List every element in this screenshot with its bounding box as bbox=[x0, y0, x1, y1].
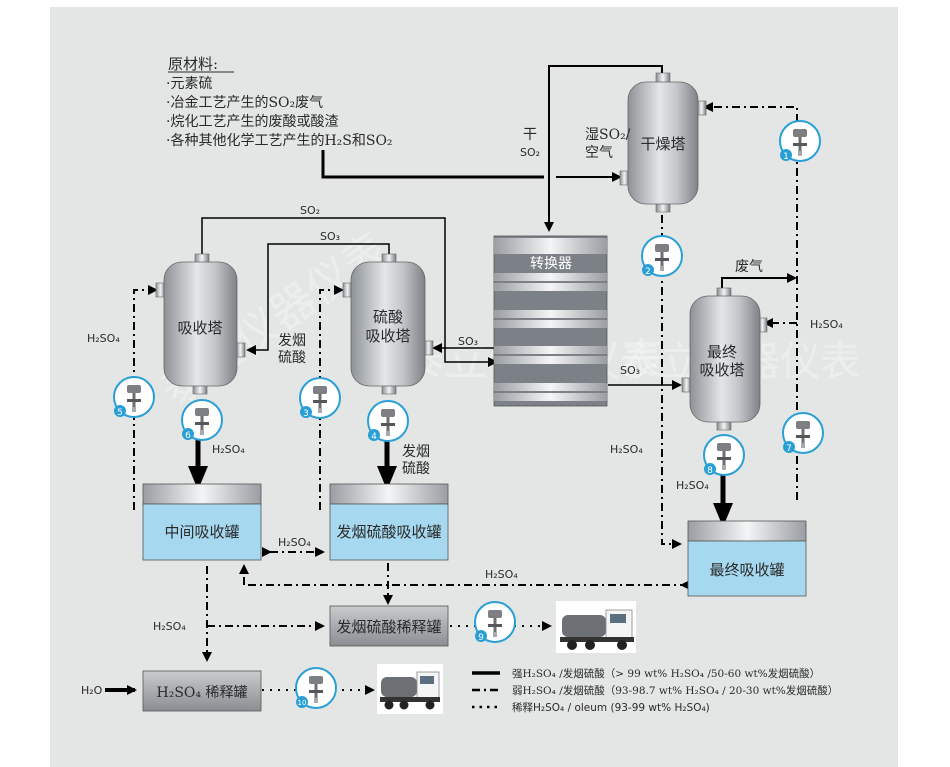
legend: 强H₂SO₄ /发烟硫酸（> 99 wt% H₂SO₄ /50-60 wt%发烟… bbox=[472, 667, 838, 714]
svg-text:6: 6 bbox=[185, 431, 191, 441]
final-tank-label: 最终吸收罐 bbox=[709, 561, 784, 579]
weak-flow-lines bbox=[133, 102, 798, 662]
svg-text:空气: 空气 bbox=[585, 145, 613, 161]
svg-text:废气: 废气 bbox=[735, 259, 763, 275]
svg-text:湿SO₂/: 湿SO₂/ bbox=[585, 127, 631, 143]
legend-item-strong: 强H₂SO₄ /发烟硫酸（> 99 wt% H₂SO₄ /50-60 wt%发烟… bbox=[472, 667, 820, 680]
strong-flow-lines bbox=[105, 65, 797, 695]
oleum-tower-label: 硫酸 bbox=[373, 308, 403, 326]
svg-text:发烟: 发烟 bbox=[278, 333, 306, 349]
svg-text:2: 2 bbox=[645, 267, 651, 277]
svg-text:H₂SO₄: H₂SO₄ bbox=[212, 443, 245, 456]
svg-text:SO₃: SO₃ bbox=[620, 364, 640, 377]
final-absorption-tank[interactable]: 最终吸收罐 bbox=[687, 520, 807, 597]
svg-text:SO₂: SO₂ bbox=[300, 204, 320, 217]
svg-text:10: 10 bbox=[298, 699, 307, 707]
oleum-absorption-tower[interactable]: 硫酸 吸收塔 bbox=[342, 253, 434, 395]
raw-material-item: ·冶金工艺产生的SO₂废气 bbox=[166, 95, 323, 111]
tanker-truck-icon bbox=[556, 601, 636, 653]
svg-text:H₂SO₄: H₂SO₄ bbox=[810, 318, 843, 331]
raw-material-item: ·各种其他化学工艺产生的H₂S和SO₂ bbox=[166, 133, 393, 149]
legend-item-weak: 弱H₂SO₄ /发烟硫酸（93-98.7 wt% H₂SO₄ / 20-30 w… bbox=[472, 684, 838, 697]
intermediate-tank-label: 中间吸收罐 bbox=[164, 523, 239, 541]
raw-material-item: ·元素硫 bbox=[166, 76, 212, 92]
svg-text:3: 3 bbox=[303, 409, 309, 419]
tanker-truck-icon bbox=[377, 664, 443, 714]
converter[interactable]: 转换器 bbox=[493, 235, 608, 407]
oleum-absorption-tank[interactable]: 发烟硫酸吸收罐 bbox=[329, 483, 449, 561]
instrument-10[interactable]: 10 bbox=[295, 667, 337, 709]
converter-label: 转换器 bbox=[530, 255, 572, 272]
svg-text:干: 干 bbox=[523, 127, 537, 143]
final-tower-label: 最终 bbox=[707, 343, 737, 361]
svg-text:7: 7 bbox=[786, 444, 792, 454]
svg-text:SO₃: SO₃ bbox=[458, 335, 478, 348]
instrument-4[interactable]: 4 bbox=[367, 400, 409, 442]
instrument-7[interactable]: 7 bbox=[782, 412, 824, 454]
svg-text:8: 8 bbox=[707, 466, 713, 476]
svg-text:硫酸: 硫酸 bbox=[278, 350, 306, 366]
instrument-6[interactable]: 6 bbox=[181, 399, 223, 441]
raw-materials: 原材料: ·元素硫 ·冶金工艺产生的SO₂废气 ·烷化工艺产生的废酸或酸渣 ·各… bbox=[166, 55, 393, 149]
svg-text:强H₂SO₄ /发烟硫酸（> 99 wt% H₂SO₄ /5: 强H₂SO₄ /发烟硫酸（> 99 wt% H₂SO₄ /50-60 wt%发烟… bbox=[512, 667, 820, 680]
legend-item-dilute: 稀释H₂SO₄ / oleum (93-99 wt% H₂SO₄) bbox=[472, 701, 710, 714]
process-diagram: 泰立仪器仪表 泰立仪器仪表 泰立仪器仪表 原材料: ·元素硫 ·冶金工艺产生的S… bbox=[50, 7, 898, 767]
h2so4-dilution-tank[interactable]: H₂SO₄ 稀释罐 bbox=[142, 670, 262, 712]
svg-text:SO₃: SO₃ bbox=[320, 230, 340, 243]
svg-text:H₂SO₄: H₂SO₄ bbox=[153, 620, 186, 633]
raw-materials-title: 原材料: bbox=[168, 55, 218, 73]
svg-text:9: 9 bbox=[478, 633, 484, 643]
svg-text:5: 5 bbox=[117, 408, 123, 418]
instrument-2[interactable]: 2 bbox=[641, 235, 683, 277]
diagram-svg: 泰立仪器仪表 泰立仪器仪表 泰立仪器仪表 原材料: ·元素硫 ·冶金工艺产生的S… bbox=[81, 55, 860, 714]
instrument-5[interactable]: 5 bbox=[113, 376, 155, 418]
svg-text:H₂O: H₂O bbox=[81, 684, 103, 697]
instrument-9[interactable]: 9 bbox=[474, 601, 516, 643]
instrument-8[interactable]: 8 bbox=[703, 434, 745, 476]
oleum-tank-label: 发烟硫酸吸收罐 bbox=[336, 523, 441, 541]
svg-text:H₂SO₄: H₂SO₄ bbox=[87, 332, 120, 345]
svg-text:H₂SO₄: H₂SO₄ bbox=[610, 443, 643, 456]
drying-tower[interactable]: 干燥塔 bbox=[619, 72, 707, 213]
raw-material-item: ·烷化工艺产生的废酸或酸渣 bbox=[166, 114, 338, 130]
svg-text:发烟: 发烟 bbox=[402, 444, 430, 460]
final-tower-label: 吸收塔 bbox=[699, 361, 744, 379]
intermediate-absorption-tank[interactable]: 中间吸收罐 bbox=[142, 483, 262, 561]
svg-text:4: 4 bbox=[371, 432, 377, 442]
svg-text:H₂SO₄: H₂SO₄ bbox=[676, 479, 709, 492]
instrument-3[interactable]: 3 bbox=[299, 377, 341, 419]
instrument-1[interactable]: 1 bbox=[779, 120, 821, 162]
svg-text:弱H₂SO₄ /发烟硫酸（93-98.7 wt% H₂SO₄: 弱H₂SO₄ /发烟硫酸（93-98.7 wt% H₂SO₄ / 20-30 w… bbox=[512, 684, 838, 697]
absorption-tower[interactable]: 吸收塔 bbox=[155, 253, 246, 395]
svg-text:1: 1 bbox=[783, 152, 789, 162]
svg-text:H₂SO₄: H₂SO₄ bbox=[485, 568, 518, 581]
final-absorption-tower[interactable]: 最终 吸收塔 bbox=[681, 287, 768, 431]
oleum-tower-label: 吸收塔 bbox=[365, 327, 410, 345]
flow-labels: 干 SO₂ 湿SO₂/ 空气 SO₂ SO₃ SO₃ SO₃ 发烟 硫酸 发烟 … bbox=[81, 127, 843, 697]
svg-text:硫酸: 硫酸 bbox=[402, 461, 430, 477]
drying-tower-label: 干燥塔 bbox=[640, 135, 685, 153]
oleum-dilution-tank[interactable]: 发烟硫酸稀释罐 bbox=[329, 605, 449, 647]
h2so4-dilution-tank-label: H₂SO₄ 稀释罐 bbox=[157, 685, 248, 701]
svg-text:稀释H₂SO₄ / oleum (93-99 wt% H₂S: 稀释H₂SO₄ / oleum (93-99 wt% H₂SO₄) bbox=[512, 701, 710, 714]
svg-text:SO₂: SO₂ bbox=[520, 146, 540, 159]
absorption-tower-label: 吸收塔 bbox=[177, 319, 222, 337]
oleum-dilution-tank-label: 发烟硫酸稀释罐 bbox=[336, 618, 441, 636]
svg-text:H₂SO₄: H₂SO₄ bbox=[278, 536, 311, 549]
